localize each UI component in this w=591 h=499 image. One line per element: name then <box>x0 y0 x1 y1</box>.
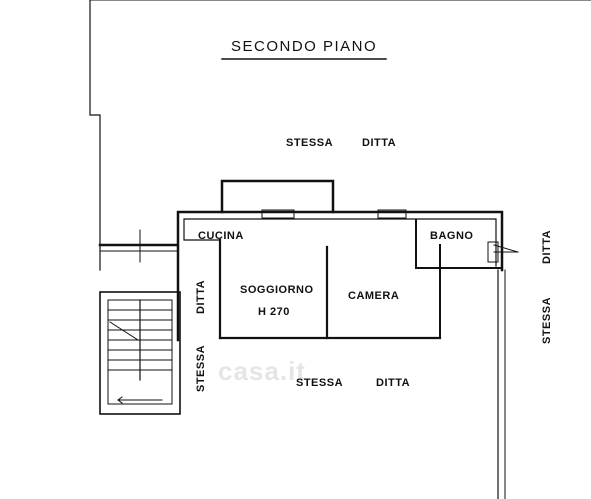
room-label-cucina: CUCINA <box>198 230 244 242</box>
stair-treads <box>107 309 173 371</box>
label-top-ditta: DITTA <box>362 137 397 149</box>
plan-title: SECONDO PIANO <box>231 38 378 55</box>
stair-outline <box>99 291 181 415</box>
watermark: casa.it <box>218 356 306 386</box>
balcony <box>220 179 335 214</box>
window-north-2 <box>377 209 407 219</box>
stair-arrow <box>117 396 163 404</box>
room-label-bagno: BAGNO <box>430 230 474 242</box>
bath-walls <box>415 219 501 269</box>
label-bottom-ditta: DITTA <box>376 377 411 389</box>
bath-fixture <box>487 241 499 263</box>
building-outline-left <box>89 0 101 271</box>
label-right-ditta: DITTA <box>541 229 553 264</box>
label-bottom-stessa: STESSA <box>296 377 344 389</box>
window-north-1 <box>261 209 295 219</box>
apartment-inner-wall <box>183 218 497 267</box>
label-right-stessa: STESSA <box>541 296 553 344</box>
label-left-stessa: STESSA <box>195 344 207 392</box>
label-left-ditta: DITTA <box>195 279 207 314</box>
room-height-soggiorno: H 270 <box>258 306 290 318</box>
room-label-camera: CAMERA <box>348 290 400 302</box>
stair-cut <box>109 321 139 341</box>
label-top-stessa: STESSA <box>286 137 334 149</box>
room-label-soggiorno: SOGGIORNO <box>240 284 314 296</box>
west-railing <box>99 244 179 252</box>
